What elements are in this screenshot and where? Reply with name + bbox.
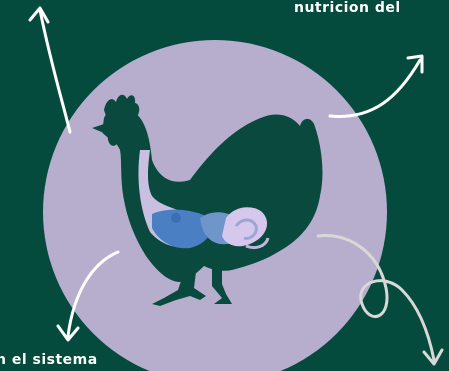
caption-bottom-left: n el sistema xyxy=(0,352,98,368)
caption-top-right: nutricion del xyxy=(294,0,401,16)
